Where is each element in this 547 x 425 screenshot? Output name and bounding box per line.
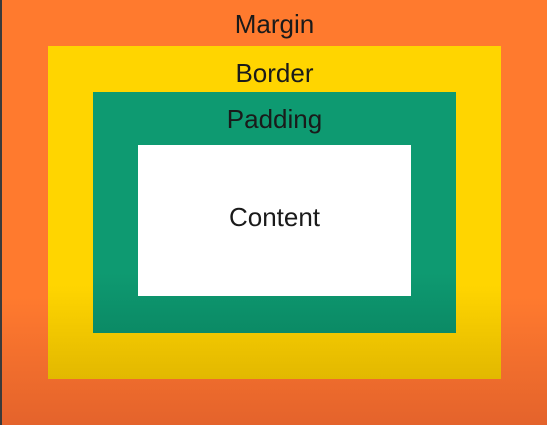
margin-label: Margin	[234, 9, 315, 39]
border-label: Border	[235, 58, 314, 88]
content-box: Content	[138, 145, 411, 296]
border-box: Border Padding Content	[48, 46, 501, 379]
padding-box: Padding Content	[93, 92, 456, 333]
content-label: Content	[228, 202, 321, 232]
padding-label: Padding	[226, 104, 323, 134]
